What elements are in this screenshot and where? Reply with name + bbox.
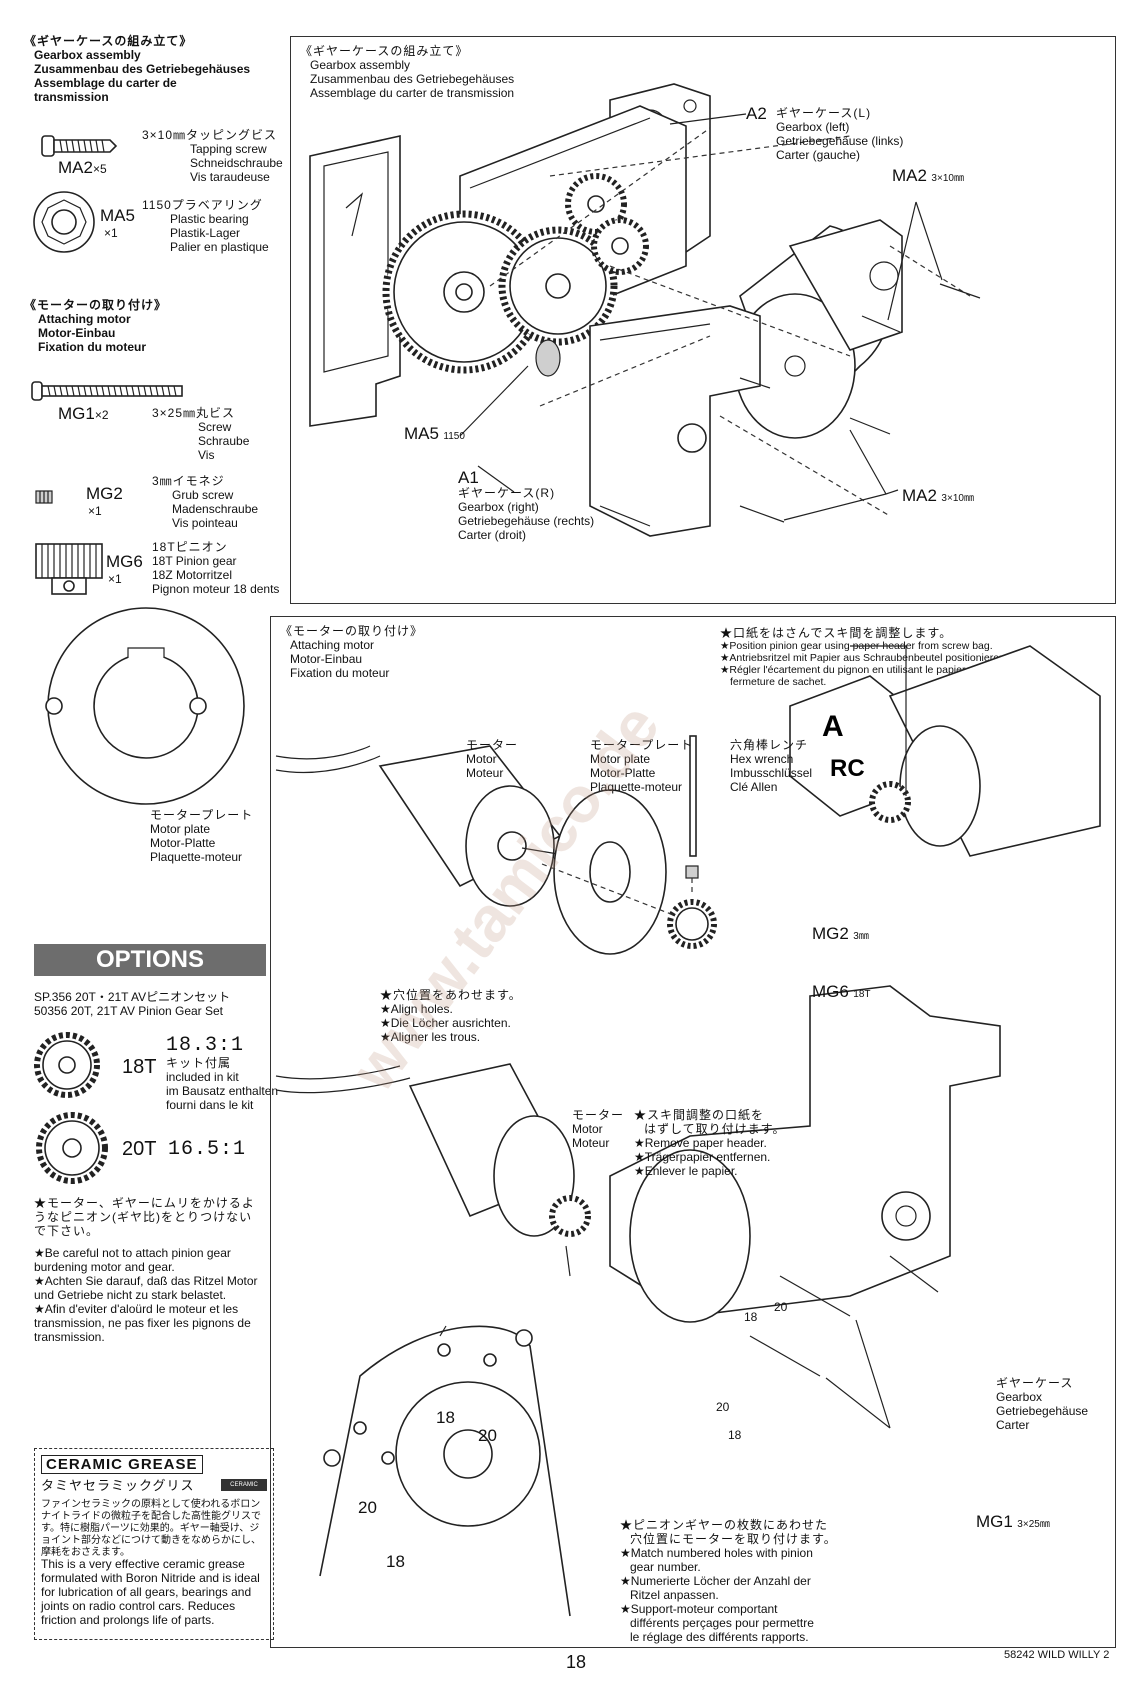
case-hole-number: 20	[716, 1400, 730, 1414]
ceramic-grease-name: タミヤセラミックグリス	[41, 1478, 195, 1493]
mg1-main-label: MG1 3×25㎜	[976, 1512, 1050, 1531]
a2-code: A2	[746, 104, 767, 123]
gear-20t-ratio: 16.5:1	[168, 1138, 247, 1161]
gear-20t-icon	[36, 1112, 108, 1184]
align-holes-note: ★穴位置をあわせます。 ★Align holes. ★Die Löcher au…	[380, 988, 522, 1044]
hex-wrench-label: 六角棒レンチ Hex wrench Imbusschlüssel Clé All…	[730, 738, 813, 794]
product-code: 58242 WILD WILLY 2	[1004, 1649, 1110, 1661]
ma2-code: MA2×5	[58, 158, 107, 177]
gear-18t-label: 18T	[122, 1056, 157, 1078]
case-hole-number: 18	[744, 1310, 758, 1324]
heading-fr: Assemblage du carter de	[34, 76, 177, 90]
mg2-code: MG2 ×1	[86, 484, 123, 518]
mg6-description: 18Tピニオン 18T Pinion gear 18Z Motorritzel …	[152, 540, 280, 596]
mg2-description: 3㎜イモネジ Grub screw Madenschraube Vis poin…	[152, 474, 259, 530]
ma2-description: 3×10㎜タッピングビス Tapping screw Schneidschrau…	[142, 128, 283, 184]
motor-label-2: モーター Motor Moteur	[572, 1108, 625, 1150]
ceramic-grease-box: CERAMIC GREASE タミヤセラミックグリス CERAMIC GREAS…	[34, 1448, 274, 1640]
gearbox-exploded-diagram	[309, 83, 981, 537]
grub-screw-icon	[35, 490, 53, 504]
page-number: 18	[566, 1652, 587, 1672]
heading-fr-2: transmission	[34, 90, 109, 104]
case-hole-number: 18	[728, 1428, 742, 1442]
ceramic-grease-desc-en: This is a very effective ceramic grease …	[41, 1557, 260, 1627]
gear-18t-note: キット付属 included in kit im Bausatz enthalt…	[166, 1056, 279, 1112]
heading-en: Gearbox assembly	[34, 48, 141, 62]
ma5-description: 1150プラベアリング Plastic bearing Plastik-Lage…	[142, 198, 269, 254]
tapping-screw-icon	[41, 135, 118, 157]
pinion-gear-icon	[35, 543, 103, 595]
gearbox-assembly-heading: 《ギヤーケースの組み立て》 Gearbox assembly Zusammenb…	[300, 44, 515, 100]
motor-plate-label: モータープレート Motor plate Motor-Platte Plaque…	[150, 808, 254, 864]
hole-number: 20	[478, 1426, 497, 1445]
options-set: SP.356 20T・21T AVピニオンセット 50356 20T, 21T …	[34, 990, 231, 1018]
motor-attach-diagram: A RC	[275, 645, 1101, 1617]
left-gearbox-heading: 《ギヤーケースの組み立て》 Gearbox assembly Zusammenb…	[24, 34, 250, 104]
options-banner: OPTIONS	[34, 944, 266, 976]
ceramic-grease-desc-jp: ファインセラミックの原料として使われるボロンナイトライドの微粒子を配合した高性能…	[41, 1499, 261, 1558]
gear-18t-ratio: 18.3:1	[166, 1034, 245, 1057]
motor-plate-template	[45, 607, 245, 805]
round-screw-icon	[31, 381, 183, 401]
mg6-main-label: MG6 18T	[812, 982, 871, 1001]
ceramic-grease-logo: CERAMIC GREASE	[41, 1455, 203, 1474]
hole-number: 20	[358, 1498, 377, 1517]
mg2-main-label: MG2 3㎜	[812, 924, 869, 943]
case-hole-number: 20	[774, 1300, 788, 1314]
a2-description: ギヤーケース(L) Gearbox (left) Getriebegehäuse…	[776, 106, 904, 162]
paper-header-text-rc: RC	[830, 755, 865, 782]
ceramic-grease-tube: CERAMIC GREASE	[221, 1479, 267, 1500]
ma2-bottom-label: MA2 3×10㎜	[902, 486, 974, 505]
gear-18t-icon	[34, 1032, 100, 1098]
attaching-motor-panel	[270, 616, 1116, 1648]
motor-plate-label-main: モータープレート Motor plate Motor-Platte Plaque…	[590, 738, 694, 794]
hole-number: 18	[436, 1408, 455, 1427]
ma5-code: MA5 ×1	[100, 206, 135, 240]
remove-paper-note: ★スキ間調整の口紙を はずして取り付けます。 ★Remove paper hea…	[634, 1108, 786, 1178]
ma5-main-label: MA5 1150	[404, 424, 465, 443]
heading-jp: 《ギヤーケースの組み立て》	[24, 34, 193, 48]
mg1-description: 3×25㎜丸ビス Screw Schraube Vis	[152, 406, 250, 462]
a1-code: A1	[458, 468, 479, 487]
gearbox-main-label: ギヤーケース Gearbox Getriebegehäuse Carter	[996, 1376, 1089, 1432]
left-motor-heading: 《モーターの取り付け》 Attaching motor Motor-Einbau…	[24, 298, 168, 354]
motor-label-1: モーター Motor Moteur	[466, 738, 519, 780]
hole-number: 18	[386, 1552, 405, 1571]
heading-de: Zusammenbau des Getriebegehäuses	[34, 62, 251, 76]
gear-20t-label: 20T	[122, 1138, 157, 1160]
ma2-top-label: MA2 3×10㎜	[892, 166, 964, 185]
plastic-bearing-icon	[33, 191, 95, 253]
options-warning: ★モーター、ギヤーにムリをかけるよ うなピニオン(ギヤ比)をとりつけない で下さ…	[34, 1196, 258, 1344]
a1-description: ギヤーケース(R) Gearbox (right) Getriebegehäus…	[458, 486, 595, 542]
mg6-code: MG6 ×1	[106, 552, 143, 586]
attaching-motor-heading: 《モーターの取り付け》 Attaching motor Motor-Einbau…	[280, 624, 424, 680]
mg1-code: MG1×2	[58, 404, 109, 423]
match-holes-note: ★ピニオンギヤーの枚数にあわせた 穴位置にモーターを取り付けます。 ★Match…	[620, 1518, 837, 1644]
gearbox-assembly-panel	[290, 36, 1116, 604]
paper-header-text-a: A	[822, 710, 844, 743]
